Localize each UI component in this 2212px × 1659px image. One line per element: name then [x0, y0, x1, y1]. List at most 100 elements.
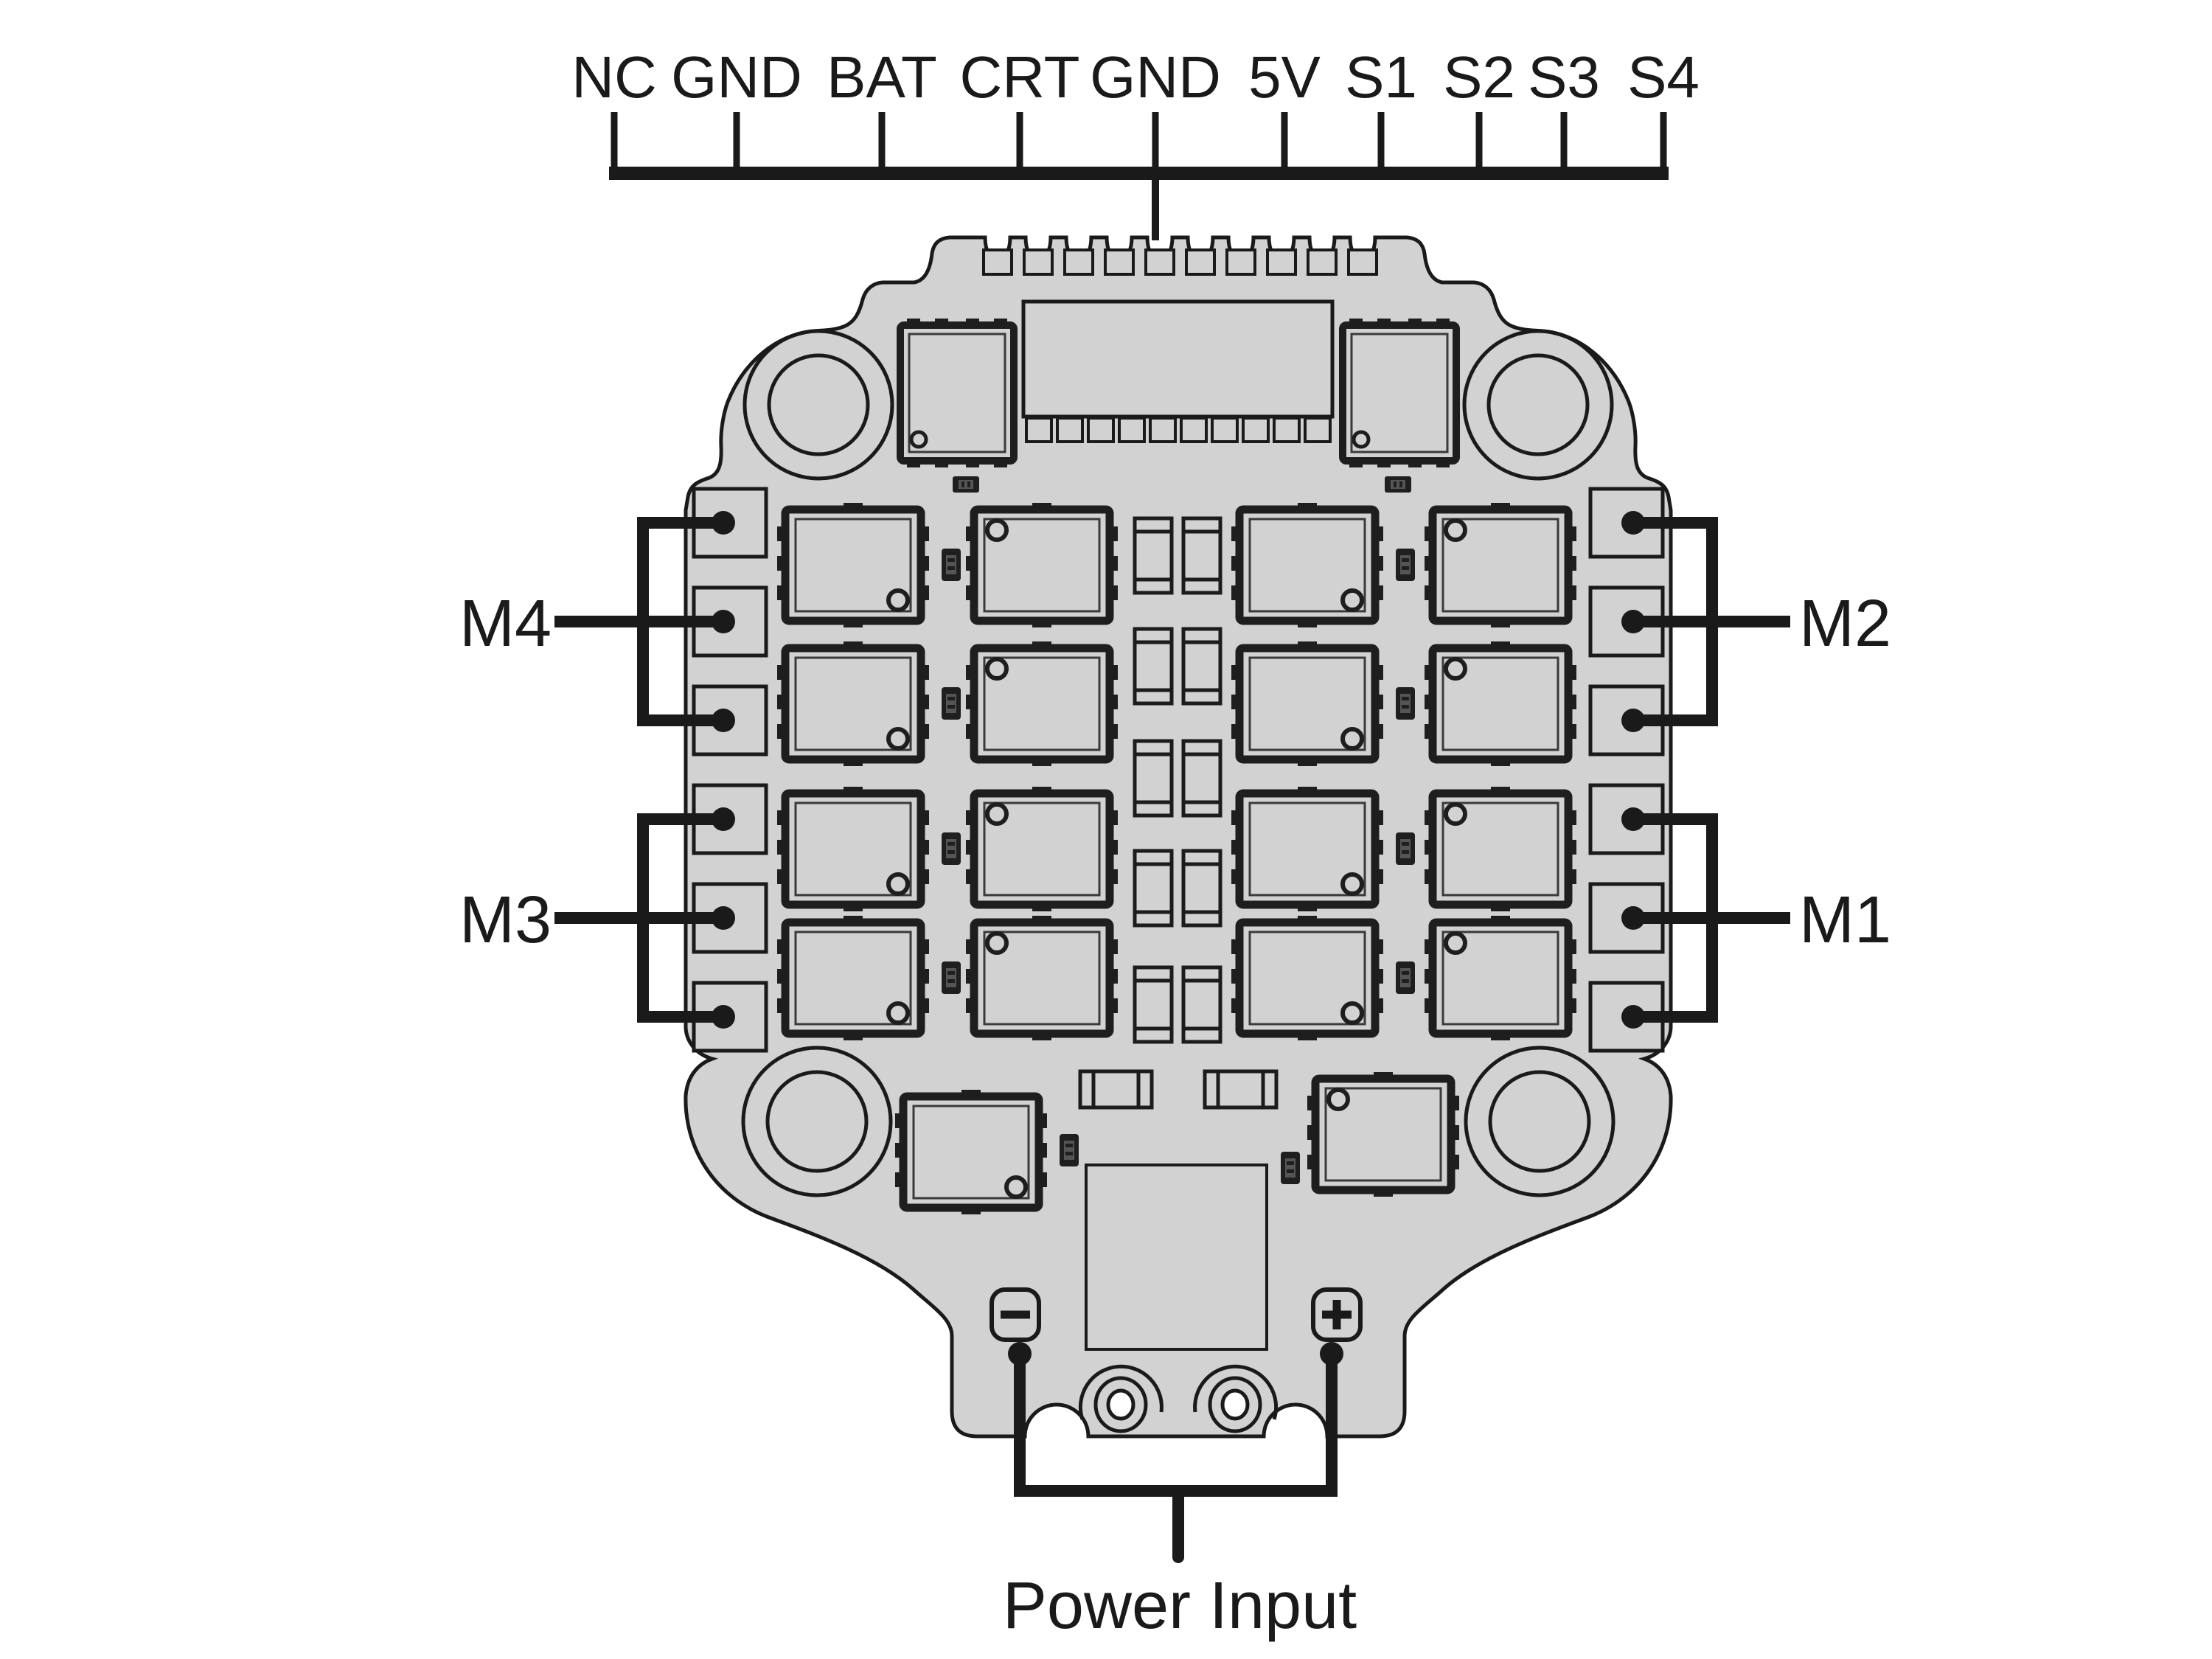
pin-label-crt: CRT — [960, 44, 1080, 110]
capacitor-5a — [1135, 967, 1172, 1042]
castellation-pad-10 — [1347, 248, 1378, 276]
capacitor-2a — [1135, 629, 1172, 703]
power-input-callout: Power Input — [1003, 1342, 1357, 1643]
castellation-pad-1 — [982, 248, 1013, 276]
solder-dot — [712, 906, 735, 930]
resistor-left-r2 — [942, 687, 961, 720]
solder-dot — [1621, 1005, 1645, 1029]
pin-label-gnd2: GND — [1090, 44, 1221, 110]
solder-dot — [712, 807, 735, 831]
bottom-chip-left — [895, 1090, 1047, 1214]
mosfet-r1c4 — [1425, 503, 1576, 627]
solder-dot — [712, 709, 735, 732]
driver-ic-left — [900, 319, 1014, 467]
pin-label-nc: NC — [571, 44, 657, 110]
resistor-right-r2 — [1396, 687, 1415, 720]
solder-dot — [1320, 1342, 1343, 1366]
bottom-resistor-right — [1281, 1152, 1300, 1184]
capacitor-1a — [1135, 518, 1172, 593]
capacitor-4b — [1183, 851, 1220, 925]
solder-dot — [1621, 807, 1645, 831]
solder-dot — [712, 610, 735, 633]
mosfet-r1c1 — [777, 503, 929, 627]
capacitor-3b — [1183, 741, 1220, 815]
resistor-under-driver-left — [953, 476, 979, 493]
m3-callout: M3 — [459, 807, 735, 1029]
castellation-pad-4 — [1104, 248, 1135, 276]
bottom-capacitor-right — [1205, 1071, 1276, 1107]
mosfet-r3c1 — [777, 787, 929, 911]
m1-callout: M1 — [1621, 807, 1891, 1029]
pin-label-s3: S3 — [1528, 44, 1600, 110]
mosfet-r4c3 — [1231, 916, 1383, 1040]
solder-dot — [712, 511, 735, 535]
pin-label-s1: S1 — [1345, 44, 1417, 110]
castellation-pad-5 — [1144, 248, 1175, 276]
solder-dot — [712, 1005, 735, 1029]
mosfet-r3c4 — [1425, 787, 1576, 911]
signal-connector-pins — [1025, 417, 1332, 443]
m1-label: M1 — [1799, 883, 1891, 957]
castellation-pad-8 — [1266, 248, 1297, 276]
m4-callout: M4 — [459, 511, 735, 732]
strain-relief-slot-left — [1078, 1364, 1164, 1420]
solder-dot — [1621, 610, 1645, 633]
mosfet-r3c3 — [1231, 787, 1383, 911]
resistor-right-r4 — [1396, 961, 1415, 994]
signal-connector — [1021, 299, 1335, 443]
mosfet-r2c4 — [1425, 641, 1576, 766]
mosfet-r4c1 — [777, 916, 929, 1040]
solder-dot — [1621, 906, 1645, 930]
mosfet-r3c2 — [966, 787, 1118, 911]
capacitor-5b — [1183, 967, 1220, 1042]
power-input-label: Power Input — [1003, 1569, 1357, 1643]
resistor-left-r3 — [942, 832, 961, 865]
pin-label-gnd1: GND — [671, 44, 802, 110]
solder-dot — [1621, 511, 1645, 535]
bottom-chip-right — [1307, 1072, 1459, 1197]
capacitor-2b — [1183, 629, 1220, 703]
castellation-pad-6 — [1185, 248, 1216, 276]
pin-label-bat: BAT — [827, 44, 937, 110]
driver-ic-right — [1343, 319, 1456, 467]
castellation-pad-3 — [1063, 248, 1094, 276]
mosfet-r1c3 — [1231, 503, 1383, 627]
current-shunt-pad — [1085, 1164, 1268, 1351]
mosfet-r4c4 — [1425, 916, 1576, 1040]
wire-hole-right — [1210, 1378, 1260, 1431]
battery-plus-terminal — [1311, 1287, 1363, 1342]
capacitor-4a — [1135, 851, 1172, 925]
castellation-pad-7 — [1225, 248, 1256, 276]
pinout-bracket — [609, 112, 1669, 240]
pinout-labels: NC GND BAT CRT GND 5V S1 S2 S3 S4 — [571, 44, 1700, 110]
solder-dot — [1008, 1342, 1032, 1366]
capacitor-3a — [1135, 741, 1172, 815]
solder-dot — [1621, 709, 1645, 732]
mosfet-r1c2 — [966, 503, 1118, 627]
mosfet-r2c3 — [1231, 641, 1383, 766]
m2-callout: M2 — [1621, 511, 1891, 732]
pin-label-s2: S2 — [1443, 44, 1515, 110]
m2-label: M2 — [1799, 587, 1891, 661]
resistor-under-driver-right — [1385, 476, 1411, 493]
signal-connector-body — [1021, 299, 1335, 419]
castellation-pad-9 — [1307, 248, 1338, 276]
mosfet-r2c2 — [966, 641, 1118, 766]
pin-label-s4: S4 — [1627, 44, 1700, 110]
resistor-left-r1 — [942, 549, 961, 581]
resistor-right-r3 — [1396, 832, 1415, 865]
resistor-right-r1 — [1396, 549, 1415, 581]
strain-relief-slot-right — [1193, 1364, 1279, 1420]
pin-label-5v: 5V — [1248, 44, 1321, 110]
wire-hole-left — [1096, 1378, 1146, 1431]
m3-label: M3 — [459, 883, 552, 957]
castellation-pad-2 — [1023, 248, 1054, 276]
mosfet-r4c2 — [966, 916, 1118, 1040]
battery-minus-terminal — [990, 1287, 1041, 1342]
mosfet-r2c1 — [777, 641, 929, 766]
m4-label: M4 — [459, 587, 552, 661]
resistor-left-r4 — [942, 961, 961, 994]
bottom-resistor-left — [1060, 1134, 1079, 1166]
